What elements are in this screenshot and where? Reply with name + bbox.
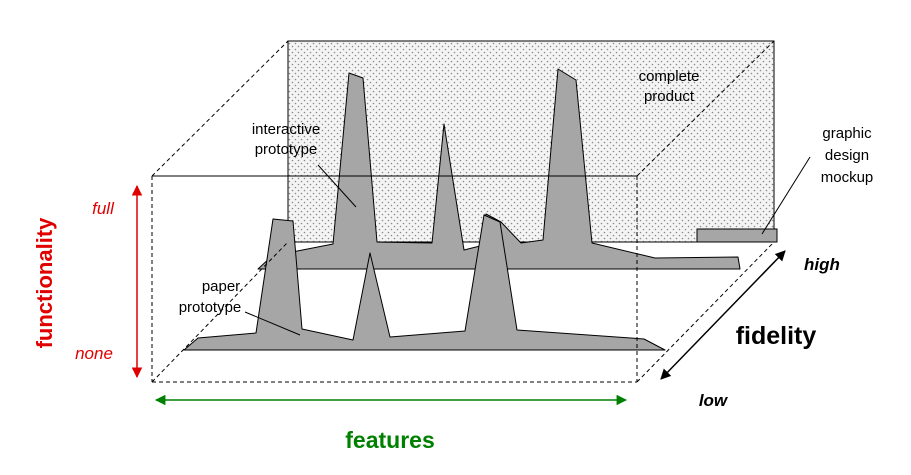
box-depth-bottom-left: [151, 241, 289, 383]
graphic-design-mockup-shape: [696, 228, 778, 243]
interactive-prototype-leader: [317, 164, 357, 208]
graphic-design-leader: [761, 156, 811, 235]
complete-product-label-line2: product: [644, 88, 695, 105]
fidelity-arrow: [660, 250, 786, 380]
features-title: features: [345, 427, 434, 453]
graphic-design-label-line3: mockup: [821, 169, 874, 186]
interactive-prototype-label-line1: interactive: [252, 121, 320, 138]
functionality-title: functionality: [32, 217, 57, 349]
graphic-design-label-line1: graphic: [822, 125, 872, 142]
interactive-prototype-label-line2: prototype: [255, 141, 318, 158]
fidelity-title: fidelity: [736, 322, 817, 350]
paper-prototype-leader: [244, 311, 301, 336]
complete-product-label-line1: complete: [639, 68, 700, 85]
paper-prototype-shape: [183, 214, 666, 351]
graphic-design-label-line2: design: [825, 147, 869, 164]
paper-prototype-label-line1: paper: [202, 278, 240, 295]
functionality-full-label: full: [92, 199, 115, 218]
paper-prototype-label-line2: prototype: [179, 299, 242, 316]
functionality-none-label: none: [75, 344, 113, 363]
fidelity-low-label: low: [699, 391, 729, 410]
fidelity-high-label: high: [804, 255, 840, 274]
box-depth-top-left: [151, 40, 289, 177]
